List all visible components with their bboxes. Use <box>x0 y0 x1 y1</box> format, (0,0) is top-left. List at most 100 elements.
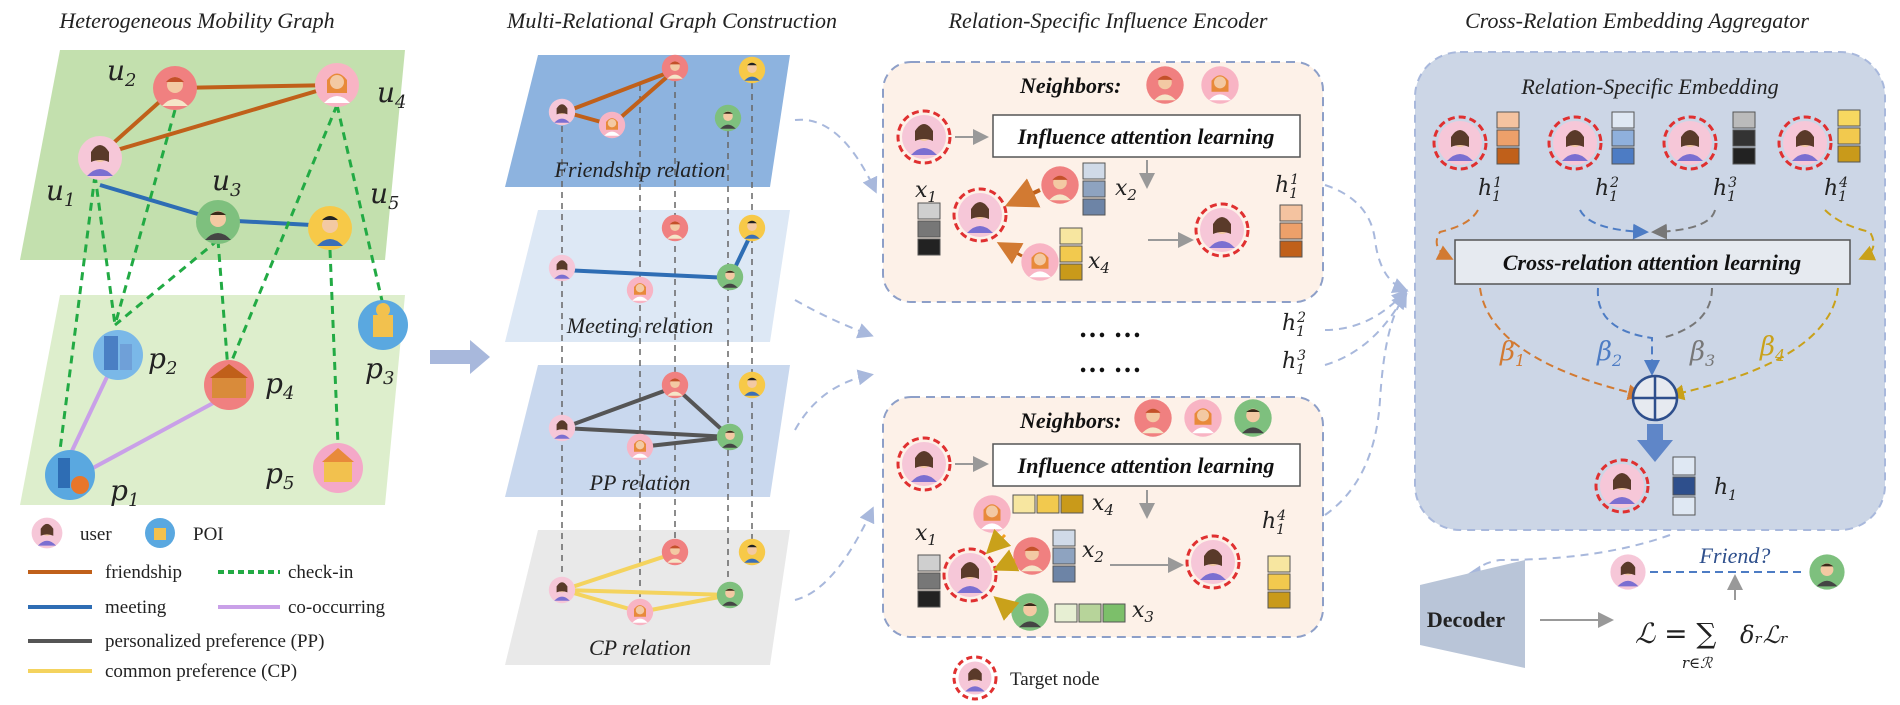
influence-arrow-x4-bottom <box>985 528 1012 555</box>
poi-node-p4 <box>204 360 254 410</box>
loss-subscript: r∈ℛ <box>1682 654 1713 672</box>
decoder-label: Decoder <box>1427 607 1505 632</box>
encoder-to-aggregator-arrows <box>1324 184 1409 516</box>
cp-plane-edges <box>562 551 731 614</box>
plane-friendship <box>505 55 790 187</box>
neighbor-icon-3 <box>1134 399 1172 437</box>
influence-arrow-x2-bottom <box>992 549 1020 572</box>
neighbor-x2-bottom <box>1013 537 1051 575</box>
x2-embedding-top <box>1082 162 1106 216</box>
neighbor-x3-bottom <box>1011 593 1049 631</box>
label-cp-relation: CP relation <box>589 635 691 660</box>
loss-lhs: ℒ = ∑ <box>1635 617 1716 650</box>
rse-h1-1: h11 <box>1478 175 1502 205</box>
aggregator-panel <box>1414 51 1886 531</box>
target-node-top <box>896 109 952 165</box>
user-node-u1 <box>78 136 122 180</box>
user-layer-plane <box>20 50 405 260</box>
poi-node-p1 <box>45 450 95 500</box>
rse-h1-4: h14 <box>1824 175 1848 205</box>
rse-node-4 <box>1777 109 1861 171</box>
h1-4-embedding <box>1267 555 1291 609</box>
legend-meeting: meeting <box>105 597 167 618</box>
dots-1: … … <box>1079 313 1142 344</box>
influence-attention-box-bottom <box>992 443 1301 487</box>
label-p2: p2 <box>148 342 177 379</box>
neighbor-x4-bottom <box>973 495 1011 533</box>
center-node-top <box>952 187 1008 243</box>
neighbor-icon-5 <box>1234 399 1272 437</box>
legend: user POI friendship check-in meeting co-… <box>28 517 386 682</box>
title-multi-relational-graph: Multi-Relational Graph Construction <box>506 8 837 33</box>
poi-node-p5 <box>313 443 363 493</box>
target-node-bottom <box>896 436 952 492</box>
label-u4: u4 <box>377 76 407 113</box>
rse-node-2 <box>1547 111 1635 171</box>
x4-embedding-top <box>1059 227 1083 281</box>
influence-arrow-x3-bottom <box>993 596 1020 621</box>
h1-4-label: h14 <box>1262 508 1286 538</box>
h1-2-label: h12 <box>1282 310 1306 340</box>
legend-user-icon <box>31 517 63 549</box>
cross-relation-attention-label: Cross-relation attention learning <box>1503 250 1801 275</box>
target-node-label: Target node <box>1010 669 1100 690</box>
label-pp-relation: PP relation <box>589 470 691 495</box>
influence-attention-label-top: Influence attention learning <box>1017 124 1275 149</box>
rse-h1-2: h12 <box>1595 175 1619 205</box>
plane-to-encoder-arrows <box>794 118 878 601</box>
beta-arrows <box>1479 287 1839 401</box>
rse-h1-3: h13 <box>1713 175 1737 205</box>
x1-embedding-top <box>917 202 941 256</box>
arrow-to-decoder <box>1466 534 1671 584</box>
arrow-to-construction <box>430 340 490 374</box>
output-node-bottom <box>1185 534 1241 590</box>
checkin-edges <box>58 104 385 451</box>
loss-term: δᵣℒᵣ <box>1740 621 1788 649</box>
x2-embedding-bottom <box>1052 529 1076 583</box>
user-node-u2 <box>153 66 197 110</box>
influence-arrow-x4 <box>996 242 1024 265</box>
user-node-u5 <box>308 206 352 250</box>
label-p4: p4 <box>265 367 294 404</box>
influence-attention-box-top <box>992 114 1301 158</box>
neighbor-icon-2 <box>1201 66 1239 104</box>
title-embedding-aggregator: Cross-Relation Embedding Aggregator <box>1465 8 1809 33</box>
x4-embedding-bottom <box>1012 494 1084 514</box>
x3-embedding-bottom <box>1054 603 1126 623</box>
influence-arrow-x2 <box>1004 178 1041 208</box>
target-node-legend-icon <box>952 655 998 701</box>
legend-cp: common preference (CP) <box>105 661 297 682</box>
legend-checkin: check-in <box>288 562 354 583</box>
neighbor-x4-top <box>1021 243 1059 281</box>
neighbors-label-bottom: Neighbors: <box>1019 408 1121 433</box>
neighbors-label-top: Neighbors: <box>1019 73 1121 98</box>
label-meeting-relation: Meeting relation <box>566 313 713 338</box>
legend-poi-icon <box>145 518 175 548</box>
label-u2: u2 <box>107 54 137 91</box>
legend-poi: POI <box>193 524 224 545</box>
legend-cooccur: co-occurring <box>288 597 386 618</box>
title-heterogeneous-mobility-graph: Heterogeneous Mobility Graph <box>58 8 334 33</box>
title-influence-encoder: Relation-Specific Influence Encoder <box>948 8 1268 33</box>
legend-user: user <box>80 524 112 545</box>
center-node-bottom <box>942 547 998 603</box>
dots-2: … … <box>1079 348 1142 379</box>
neighbor-icon-1 <box>1146 66 1184 104</box>
label-u1: u1 <box>46 174 76 211</box>
cross-relation-attention-box <box>1454 239 1851 285</box>
h1-embedding <box>1672 456 1696 516</box>
user-node-u4 <box>315 63 359 107</box>
neighbor-x2-top <box>1041 166 1079 204</box>
x1-embedding-bottom <box>917 554 941 608</box>
poi-node-p3 <box>358 300 408 350</box>
neighbor-icon-4 <box>1184 399 1222 437</box>
user-node-u3 <box>196 200 240 244</box>
legend-friendship: friendship <box>105 562 182 583</box>
h1-3-label: h13 <box>1282 348 1306 378</box>
rse-to-cross-arrows <box>1435 209 1877 261</box>
rse-node-3 <box>1662 111 1756 171</box>
label-p1: p1 <box>110 474 139 511</box>
output-node-top <box>1194 202 1250 258</box>
legend-pp: personalized preference (PP) <box>105 631 324 652</box>
